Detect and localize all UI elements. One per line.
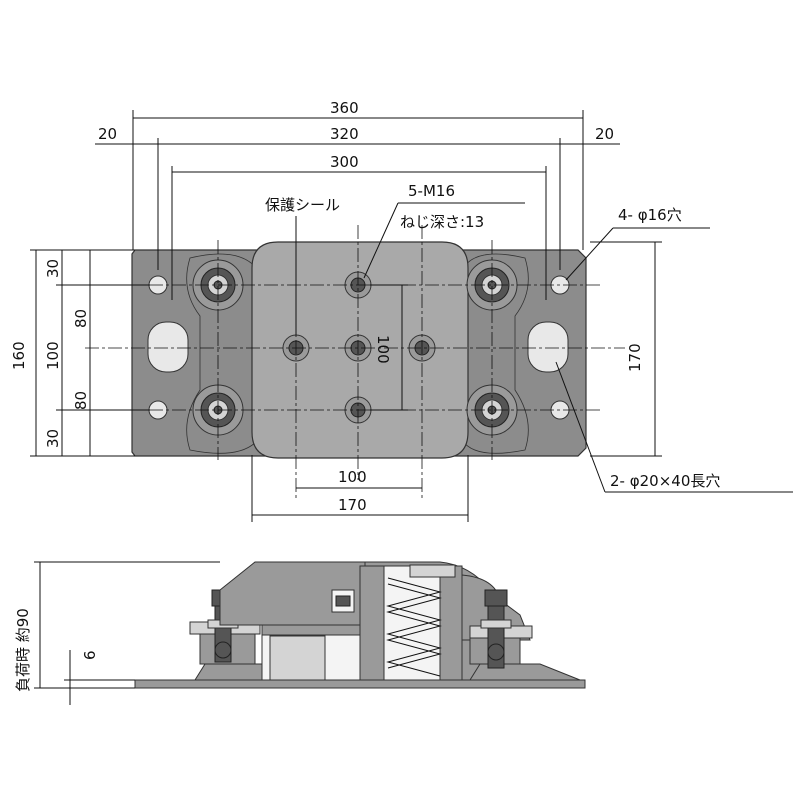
dim-plate-thickness: 6 <box>81 650 99 660</box>
slot-holes-label: 2- φ20×40長穴 <box>610 472 720 490</box>
dim-30-bottom: 30 <box>44 429 62 448</box>
left-mount-outline <box>186 253 259 454</box>
slot-left <box>147 321 189 373</box>
right-mount-outline <box>461 253 529 454</box>
top-dimensions: 360 20 320 20 300 <box>95 99 620 300</box>
dim-load-height: 負荷時 約90 <box>14 608 32 692</box>
dim-left-20: 20 <box>98 125 117 143</box>
dim-right-20: 20 <box>595 125 614 143</box>
bolt-tr <box>466 259 518 311</box>
side-spring <box>386 577 442 677</box>
side-base-plate <box>134 679 586 689</box>
dim-170-bottom: 170 <box>338 496 367 514</box>
dim-300: 300 <box>330 153 359 171</box>
right-dimensions: 170 100 <box>370 241 662 457</box>
dim-170-right: 170 <box>626 343 644 372</box>
side-view: 負荷時 約90 6 <box>14 561 586 705</box>
dim-160: 160 <box>10 341 28 370</box>
thread-depth-label: ねじ深さ:13 <box>400 213 484 231</box>
callouts: 保護シール 5-M16 ねじ深さ:13 4- φ16穴 2- φ20×40長穴 <box>265 182 793 493</box>
dim-80-top: 80 <box>72 309 90 328</box>
left-dimensions: 160 30 100 30 80 80 <box>10 249 150 457</box>
slot-right <box>527 321 569 373</box>
dim-100-inner: 100 <box>374 335 392 364</box>
plan-view <box>80 225 625 500</box>
dim-360: 360 <box>330 99 359 117</box>
thread-spec-label: 5-M16 <box>408 182 455 200</box>
dim-100-left: 100 <box>44 341 62 370</box>
mount-holes-label: 4- φ16穴 <box>618 206 682 224</box>
dim-100-bottom: 100 <box>338 468 367 486</box>
dim-30-top: 30 <box>44 259 62 278</box>
dim-320: 320 <box>330 125 359 143</box>
dim-80-bottom: 80 <box>72 391 90 410</box>
protect-seal-label: 保護シール <box>265 196 340 214</box>
bottom-dimensions: 100 170 <box>251 455 469 522</box>
